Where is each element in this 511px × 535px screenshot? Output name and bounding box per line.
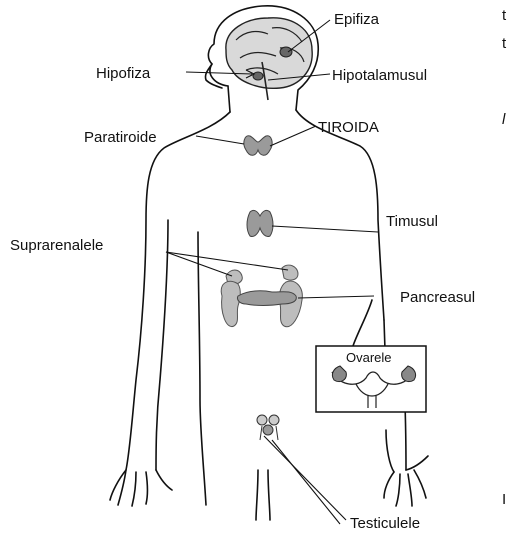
pineal-gland-shape bbox=[280, 47, 292, 57]
label-hipotalamusul: Hipotalamusul bbox=[332, 67, 427, 84]
label-testiculele: Testiculele bbox=[350, 515, 420, 532]
edge-fragment-mid-right: l bbox=[502, 111, 506, 128]
label-pancreasul: Pancreasul bbox=[400, 289, 475, 306]
label-ovarele: Ovarele bbox=[346, 350, 392, 365]
brain bbox=[226, 18, 312, 100]
thyroid-gland bbox=[244, 136, 272, 156]
label-paratiroide: Paratiroide bbox=[84, 129, 157, 146]
testicles bbox=[257, 415, 279, 440]
pancreas bbox=[237, 291, 296, 306]
edge-fragment-bottom-right: I bbox=[502, 491, 506, 508]
clipped-edge-text: t t l I bbox=[502, 7, 507, 508]
label-suprarenalele: Suprarenalele bbox=[10, 237, 103, 254]
label-hipofiza: Hipofiza bbox=[96, 65, 151, 82]
thymus-gland bbox=[247, 210, 273, 236]
label-timusul: Timusul bbox=[386, 213, 438, 230]
label-epifiza: Epifiza bbox=[334, 11, 380, 28]
edge-fragment-top-right-2: t bbox=[502, 35, 507, 52]
pituitary-gland-shape bbox=[253, 72, 263, 80]
label-tiroida: TIROIDA bbox=[318, 119, 379, 136]
edge-fragment-top-right-1: t bbox=[502, 7, 507, 24]
